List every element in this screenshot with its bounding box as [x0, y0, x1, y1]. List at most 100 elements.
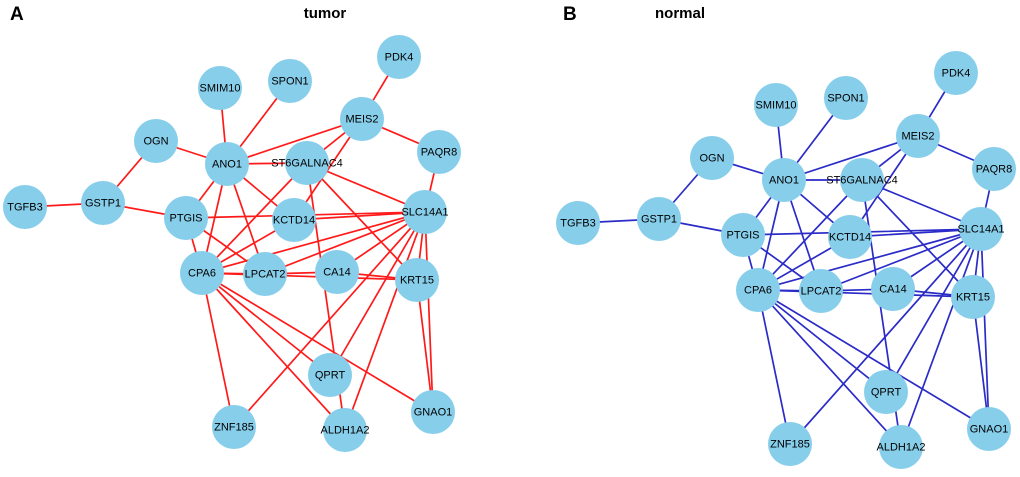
network-node-znf185[interactable]: ZNF185: [212, 405, 256, 449]
network-node-krt15[interactable]: KRT15: [951, 275, 995, 319]
network-node-spon1[interactable]: SPON1: [268, 59, 312, 103]
node-label: SLC14A1: [401, 206, 448, 218]
node-circle[interactable]: [285, 141, 329, 185]
network-node-ogn[interactable]: OGN: [690, 136, 734, 180]
network-node-pdk4[interactable]: PDK4: [377, 35, 421, 79]
node-circle[interactable]: [411, 390, 455, 434]
node-circle[interactable]: [377, 35, 421, 79]
network-node-lpcat2[interactable]: LPCAT2: [243, 252, 287, 296]
node-circle[interactable]: [951, 275, 995, 319]
node-circle[interactable]: [754, 83, 798, 127]
network-node-kctd14[interactable]: KCTD14: [272, 198, 316, 242]
node-circle[interactable]: [81, 181, 125, 225]
node-circle[interactable]: [799, 269, 843, 313]
node-label: TGFB3: [560, 217, 595, 229]
network-node-cpa6[interactable]: CPA6: [180, 251, 224, 295]
node-circle[interactable]: [556, 201, 600, 245]
network-node-aldh1a2[interactable]: ALDH1A2: [877, 425, 926, 469]
node-label: OGN: [143, 135, 168, 147]
node-label: KCTD14: [273, 214, 315, 226]
network-node-lpcat2[interactable]: LPCAT2: [799, 269, 843, 313]
network-node-tgfb3[interactable]: TGFB3: [556, 201, 600, 245]
node-circle[interactable]: [959, 207, 1003, 251]
network-node-pdk4[interactable]: PDK4: [934, 51, 978, 95]
node-circle[interactable]: [164, 196, 208, 240]
node-circle[interactable]: [340, 97, 384, 141]
node-circle[interactable]: [824, 76, 868, 120]
network-node-gstp1[interactable]: GSTP1: [81, 181, 125, 225]
node-circle[interactable]: [308, 353, 352, 397]
node-label: LPCAT2: [245, 268, 286, 280]
network-node-ca14[interactable]: CA14: [315, 250, 359, 294]
network-node-ano1[interactable]: ANO1: [762, 158, 806, 202]
node-circle[interactable]: [205, 142, 249, 186]
network-node-qprt[interactable]: QPRT: [864, 370, 908, 414]
node-circle[interactable]: [403, 190, 447, 234]
node-circle[interactable]: [134, 119, 178, 163]
network-node-spon1[interactable]: SPON1: [824, 76, 868, 120]
node-circle[interactable]: [967, 407, 1011, 451]
network-node-gnao1[interactable]: GNAO1: [411, 390, 455, 434]
network-node-qprt[interactable]: QPRT: [308, 353, 352, 397]
node-circle[interactable]: [840, 158, 884, 202]
node-circle[interactable]: [637, 197, 681, 241]
node-circle[interactable]: [934, 51, 978, 95]
node-circle[interactable]: [315, 250, 359, 294]
node-circle[interactable]: [212, 405, 256, 449]
node-circle[interactable]: [762, 158, 806, 202]
node-circle[interactable]: [180, 251, 224, 295]
node-label: ST6GALNAC4: [826, 174, 898, 186]
node-circle[interactable]: [243, 252, 287, 296]
node-circle[interactable]: [198, 66, 242, 110]
node-circle[interactable]: [272, 198, 316, 242]
node-label: ZNF185: [770, 438, 810, 450]
node-label: PAQR8: [976, 163, 1012, 175]
node-circle[interactable]: [879, 425, 923, 469]
network-node-ptgis[interactable]: PTGIS: [164, 196, 208, 240]
node-circle[interactable]: [736, 268, 780, 312]
node-circle[interactable]: [268, 59, 312, 103]
network-node-gnao1[interactable]: GNAO1: [967, 407, 1011, 451]
network-node-smim10[interactable]: SMIM10: [198, 66, 242, 110]
network-node-kctd14[interactable]: KCTD14: [828, 215, 872, 259]
network-node-slc14a1[interactable]: SLC14A1: [401, 190, 449, 234]
node-label: OGN: [699, 152, 724, 164]
node-circle[interactable]: [690, 136, 734, 180]
node-circle[interactable]: [3, 185, 47, 229]
network-node-znf185[interactable]: ZNF185: [768, 422, 812, 466]
network-node-ca14[interactable]: CA14: [871, 267, 915, 311]
node-circle[interactable]: [828, 215, 872, 259]
network-node-meis2[interactable]: MEIS2: [896, 114, 940, 158]
node-circle[interactable]: [972, 147, 1016, 191]
network-node-cpa6[interactable]: CPA6: [736, 268, 780, 312]
node-circle[interactable]: [768, 422, 812, 466]
network-node-paqr8[interactable]: PAQR8: [417, 130, 461, 174]
node-label: MEIS2: [345, 113, 378, 125]
network-node-st6galnac4[interactable]: ST6GALNAC4: [826, 158, 898, 202]
node-circle[interactable]: [323, 408, 367, 452]
node-circle[interactable]: [896, 114, 940, 158]
node-circle[interactable]: [721, 213, 765, 257]
network-node-slc14a1[interactable]: SLC14A1: [957, 207, 1005, 251]
network-node-aldh1a2[interactable]: ALDH1A2: [321, 408, 370, 452]
node-label: TGFB3: [7, 201, 42, 213]
network-node-st6galnac4[interactable]: ST6GALNAC4: [271, 141, 343, 185]
network-edge: [900, 228, 982, 448]
network-node-ogn[interactable]: OGN: [134, 119, 178, 163]
network-node-smim10[interactable]: SMIM10: [754, 83, 798, 127]
node-circle[interactable]: [871, 267, 915, 311]
node-circle[interactable]: [864, 370, 908, 414]
node-label: PDK4: [942, 67, 971, 79]
network-node-krt15[interactable]: KRT15: [395, 258, 439, 302]
network-node-ano1[interactable]: ANO1: [205, 142, 249, 186]
network-node-gstp1[interactable]: GSTP1: [637, 197, 681, 241]
network-node-ptgis[interactable]: PTGIS: [721, 213, 765, 257]
node-circle[interactable]: [417, 130, 461, 174]
network-node-paqr8[interactable]: PAQR8: [972, 147, 1016, 191]
network-node-tgfb3[interactable]: TGFB3: [3, 185, 47, 229]
network-node-meis2[interactable]: MEIS2: [340, 97, 384, 141]
node-label: CA14: [323, 266, 351, 278]
node-circle[interactable]: [395, 258, 439, 302]
panel-a-title: tumor: [303, 5, 347, 22]
